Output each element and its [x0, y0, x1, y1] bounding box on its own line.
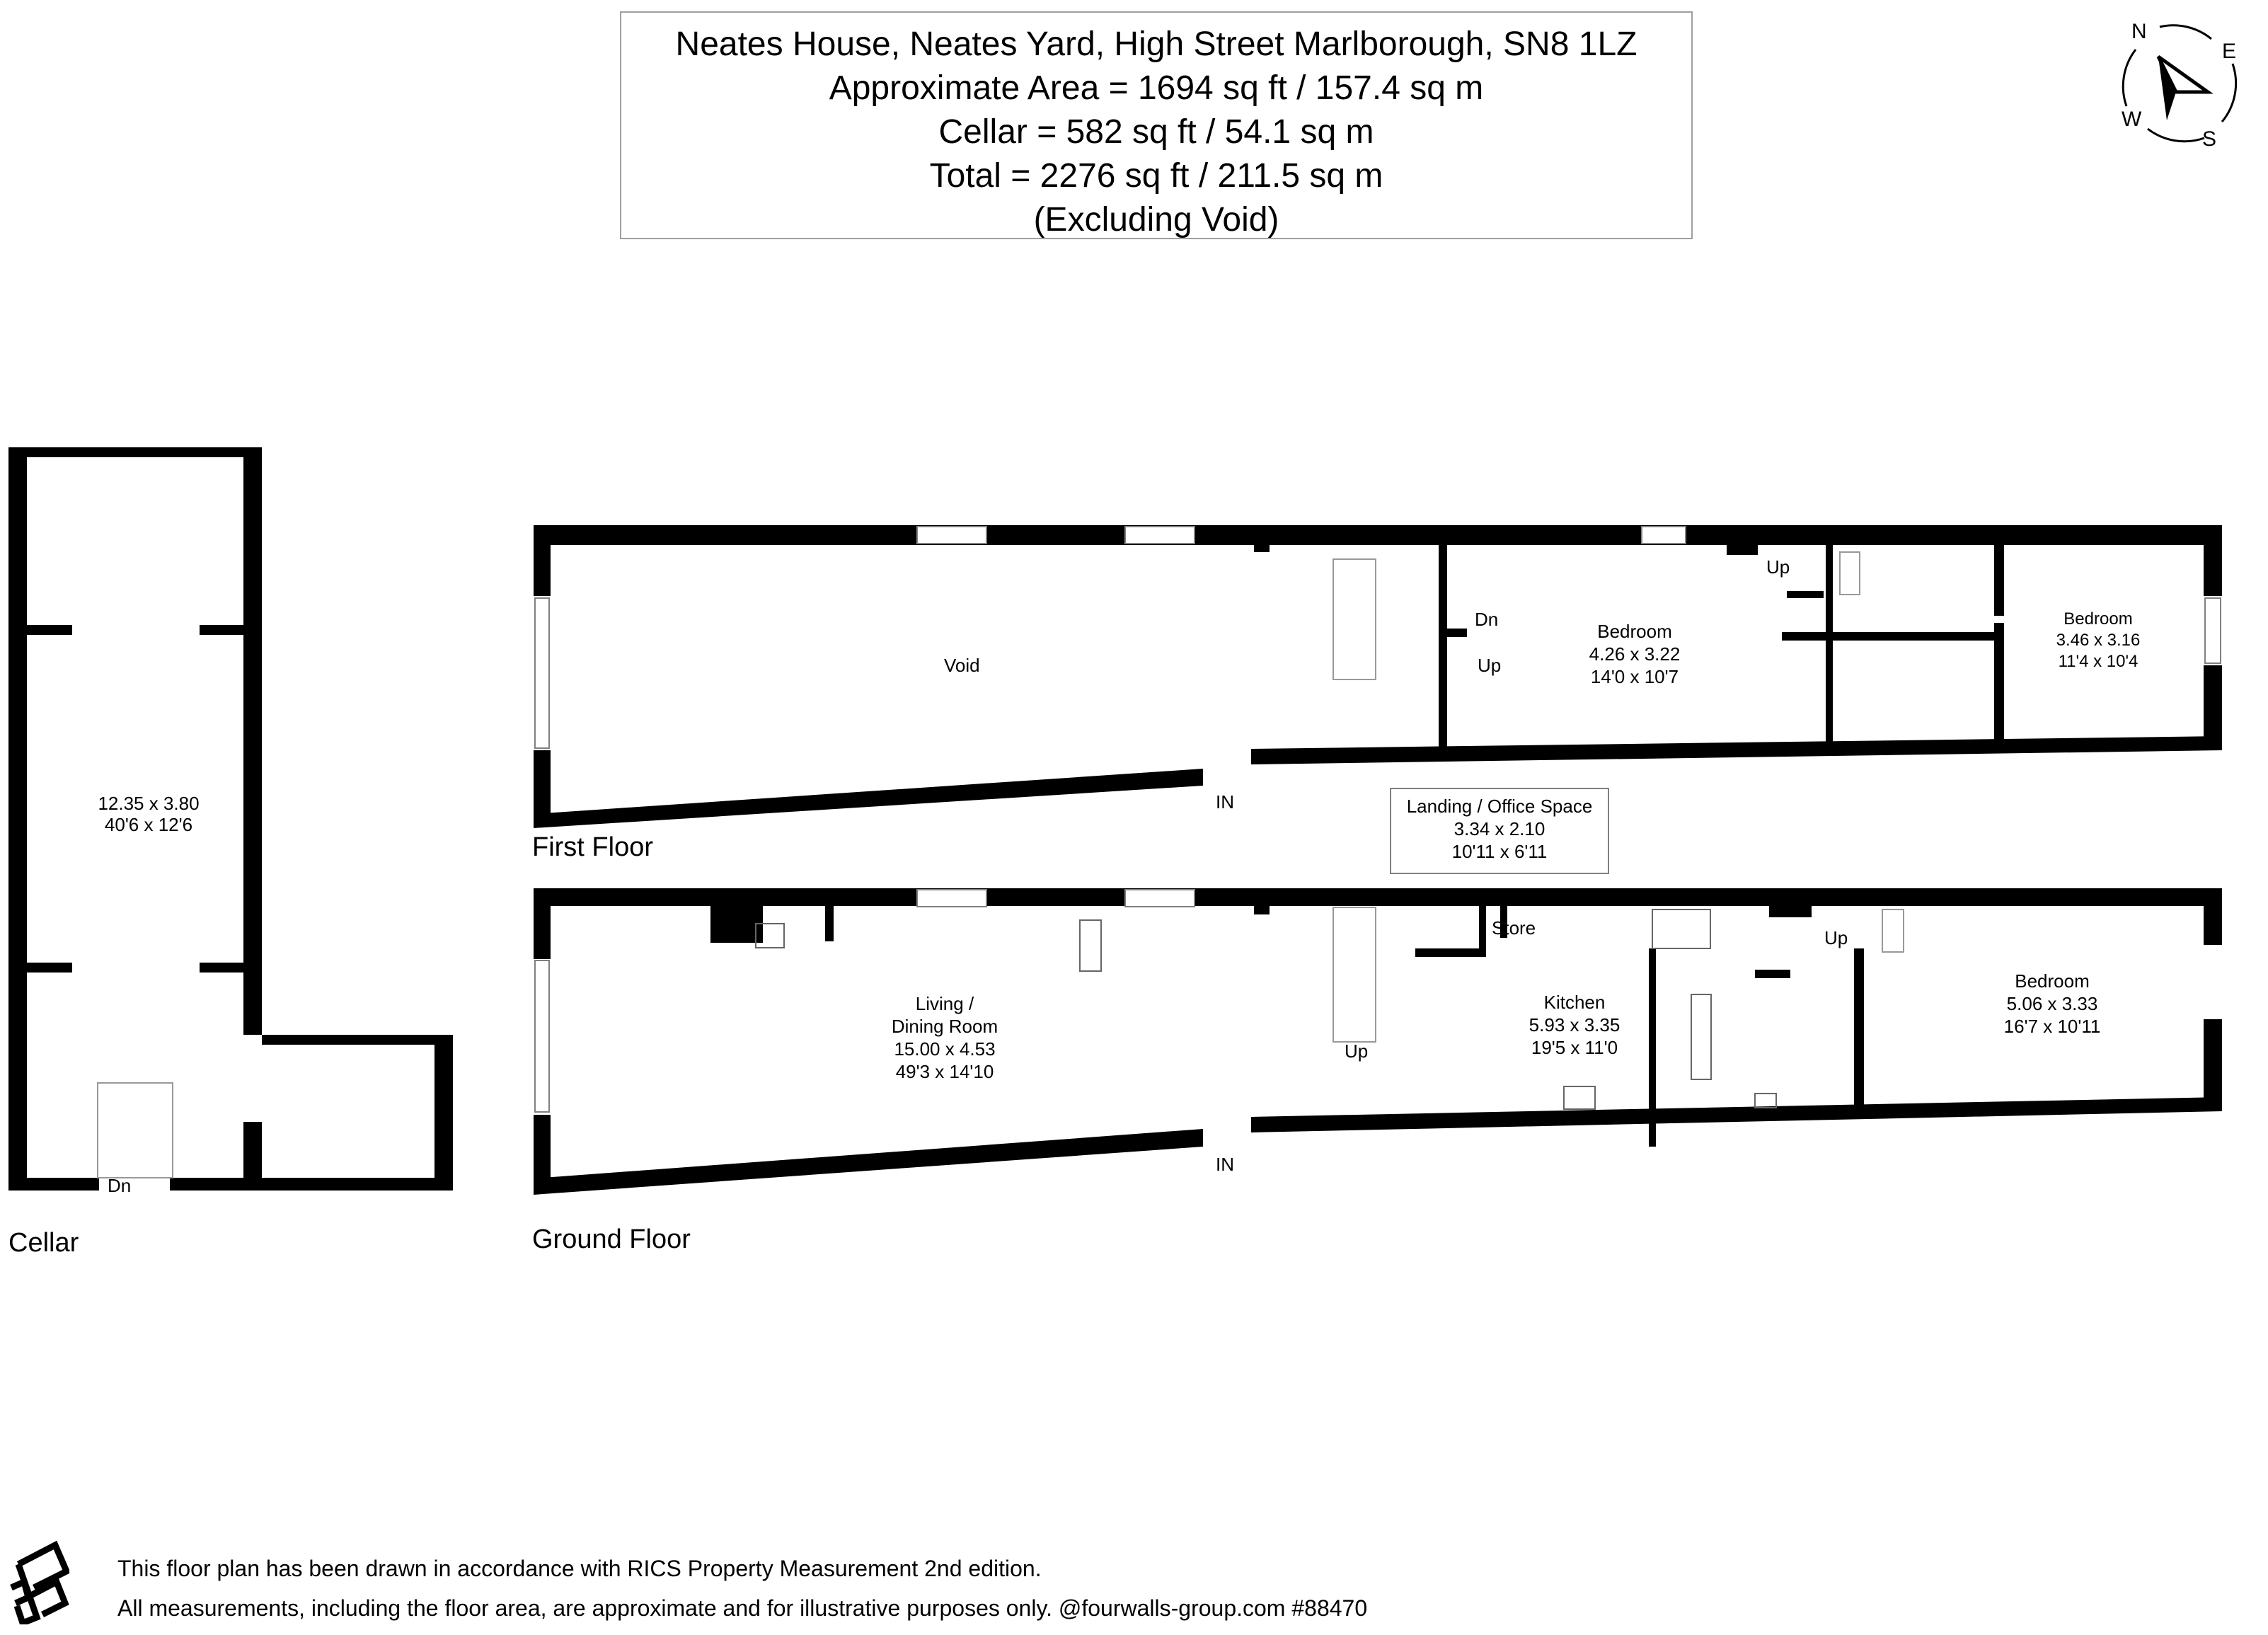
living-dining-label: Living / Dining Room 15.00 x 4.53 49'3 x… [856, 992, 1033, 1083]
approximate-area: Approximate Area = 1694 sq ft / 157.4 sq… [829, 69, 1484, 107]
ground-floor-bedroom: Bedroom 5.06 x 3.33 16'7 x 10'11 [1974, 970, 2130, 1038]
landing-imperial: 10'11 x 6'11 [1451, 841, 1548, 862]
living-name-1: Living / [915, 993, 974, 1014]
gf-bedroom-imperial: 16'7 x 10'11 [2003, 1016, 2101, 1037]
landing-name: Landing / Office Space [1406, 796, 1593, 817]
first-floor-bedroom-2: Bedroom 3.46 x 3.16 11'4 x 10'4 [2020, 609, 2176, 672]
bedroom-1-name: Bedroom [1597, 621, 1672, 642]
compass-s: S [2202, 127, 2217, 151]
landing-metric: 3.34 x 2.10 [1454, 818, 1545, 839]
cellar-room-metric: 12.35 x 3.80 [98, 793, 200, 814]
fourwalls-logo-icon [10, 1540, 69, 1624]
gf-bedroom-metric: 5.06 x 3.33 [2006, 993, 2098, 1014]
void-note: (Excluding Void) [1033, 201, 1279, 239]
compass-w: W [2122, 108, 2142, 131]
store-label: Store [1492, 917, 1536, 939]
first-floor-stairs-up: Up [1478, 655, 1502, 676]
cellar-room-imperial: 40'6 x 12'6 [104, 814, 193, 835]
ground-floor-stairs-up: Up [1345, 1040, 1369, 1062]
area-summary-box: Neates House, Neates Yard, High Street M… [620, 11, 1693, 239]
kitchen-metric: 5.93 x 3.35 [1529, 1014, 1621, 1036]
first-floor-bedroom-1: Bedroom 4.26 x 3.22 14'0 x 10'7 [1557, 620, 1712, 688]
first-floor-stairs-dn: Dn [1475, 609, 1499, 630]
bedroom-1-imperial: 14'0 x 10'7 [1590, 666, 1679, 687]
ground-floor-walls [534, 888, 2222, 1195]
cellar-room-label: 12.35 x 3.80 40'6 x 12'6 [64, 793, 234, 835]
cellar-area: Cellar = 582 sq ft / 54.1 sq m [938, 113, 1374, 151]
footer-rics-note: This floor plan has been drawn in accord… [117, 1556, 1042, 1581]
first-floor-title: First Floor [532, 832, 653, 862]
compass-n: N [2131, 20, 2147, 43]
living-imperial: 49'3 x 14'10 [895, 1061, 994, 1082]
kitchen-imperial: 19'5 x 11'0 [1531, 1037, 1618, 1058]
cellar-walls [8, 447, 453, 1191]
ground-floor-title: Ground Floor [532, 1224, 691, 1254]
kitchen-name: Kitchen [1543, 992, 1606, 1013]
property-address: Neates House, Neates Yard, High Street M… [675, 25, 1637, 63]
bedroom-2-metric: 3.46 x 3.16 [2056, 631, 2141, 650]
void-label: Void [944, 655, 980, 676]
compass-north-arrow-icon [2122, 24, 2238, 143]
footer-disclaimer: All measurements, including the floor ar… [117, 1595, 1368, 1621]
first-floor-entrance: IN [1216, 791, 1234, 813]
compass: N E W S [2109, 14, 2250, 156]
compass-e: E [2222, 40, 2237, 63]
gf-bedroom-name: Bedroom [2015, 970, 2090, 992]
bedroom-2-imperial: 11'4 x 10'4 [2058, 652, 2139, 671]
bedroom-2-name: Bedroom [2063, 609, 2133, 629]
ground-floor-entrance: IN [1216, 1154, 1234, 1175]
first-floor-stairs-up-2: Up [1766, 556, 1790, 578]
first-floor-walls [534, 525, 2222, 828]
living-name-2: Dining Room [891, 1016, 998, 1037]
living-metric: 15.00 x 4.53 [894, 1038, 996, 1060]
landing-office-label: Landing / Office Space 3.34 x 2.10 10'11… [1390, 788, 1609, 874]
total-area: Total = 2276 sq ft / 211.5 sq m [929, 157, 1383, 195]
cellar-title: Cellar [8, 1228, 79, 1258]
kitchen-label: Kitchen 5.93 x 3.35 19'5 x 11'0 [1493, 991, 1656, 1059]
bedroom-1-metric: 4.26 x 3.22 [1589, 643, 1681, 665]
cellar-stairs-dn: Dn [108, 1175, 132, 1196]
ground-floor-stairs-up-2: Up [1824, 927, 1848, 948]
